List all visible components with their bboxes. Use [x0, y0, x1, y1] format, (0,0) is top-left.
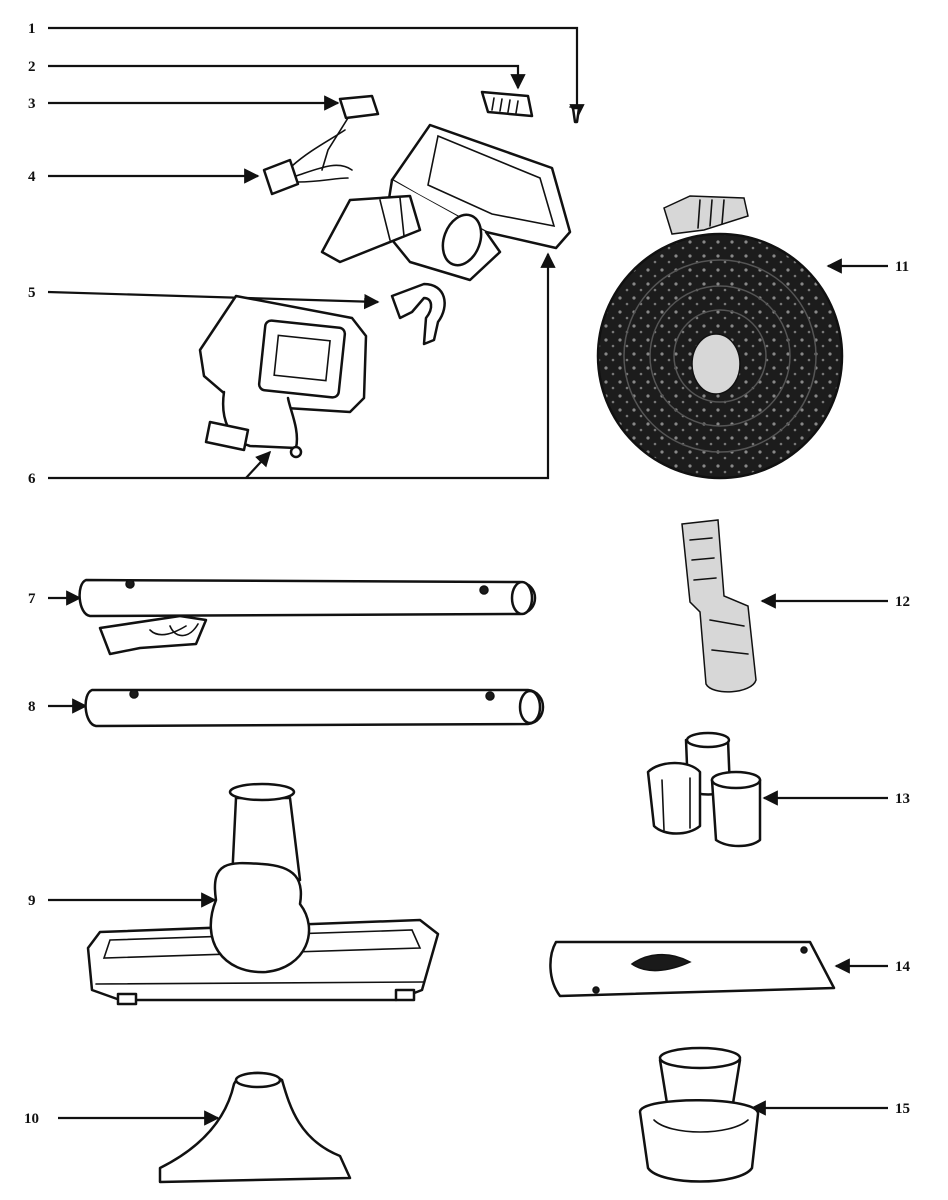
callout-labels: 1 2 3 4 5 6 7 8 9 10 11 12 13 14 15 [24, 21, 911, 1127]
callout-6: 6 [28, 471, 36, 487]
leader-6a [48, 252, 556, 480]
leader-5 [47, 290, 380, 310]
part-10-upholstery-tool [158, 1071, 352, 1184]
callout-4: 4 [28, 169, 36, 185]
callout-14: 14 [895, 959, 911, 975]
callout-11: 11 [895, 259, 909, 275]
leader-6b [245, 450, 272, 479]
part-8-extension-wand [84, 688, 545, 728]
part-4-wire-harness [262, 129, 353, 196]
callout-5: 5 [28, 285, 36, 301]
callout-10: 10 [24, 1111, 39, 1127]
part-7-handle-wand [78, 578, 537, 656]
callout-2: 2 [28, 59, 36, 75]
part-5-clip [390, 282, 446, 346]
part-6-handle-housing [198, 123, 572, 459]
callout-9: 9 [28, 893, 36, 909]
part-2-switch [480, 90, 534, 118]
callout-13: 13 [895, 791, 910, 807]
part-15-dusting-brush [638, 1046, 760, 1183]
part-11-hose [596, 195, 844, 480]
part-3-bracket [321, 94, 380, 171]
callout-1: 1 [28, 21, 36, 37]
callout-3: 3 [28, 96, 36, 112]
callout-8: 8 [28, 699, 36, 715]
part-14-crevice-tool [549, 940, 836, 998]
part-1-screw [569, 106, 583, 124]
part-9-floor-brush [86, 782, 440, 1006]
callout-7: 7 [28, 591, 36, 607]
leader-lines [47, 26, 888, 1126]
part-12-crevice-brush [681, 519, 757, 693]
part-13-tool-clip [646, 731, 762, 848]
callout-12: 12 [895, 594, 910, 610]
callout-15: 15 [895, 1101, 910, 1117]
leader-1 [48, 26, 585, 120]
leader-2 [48, 64, 526, 90]
